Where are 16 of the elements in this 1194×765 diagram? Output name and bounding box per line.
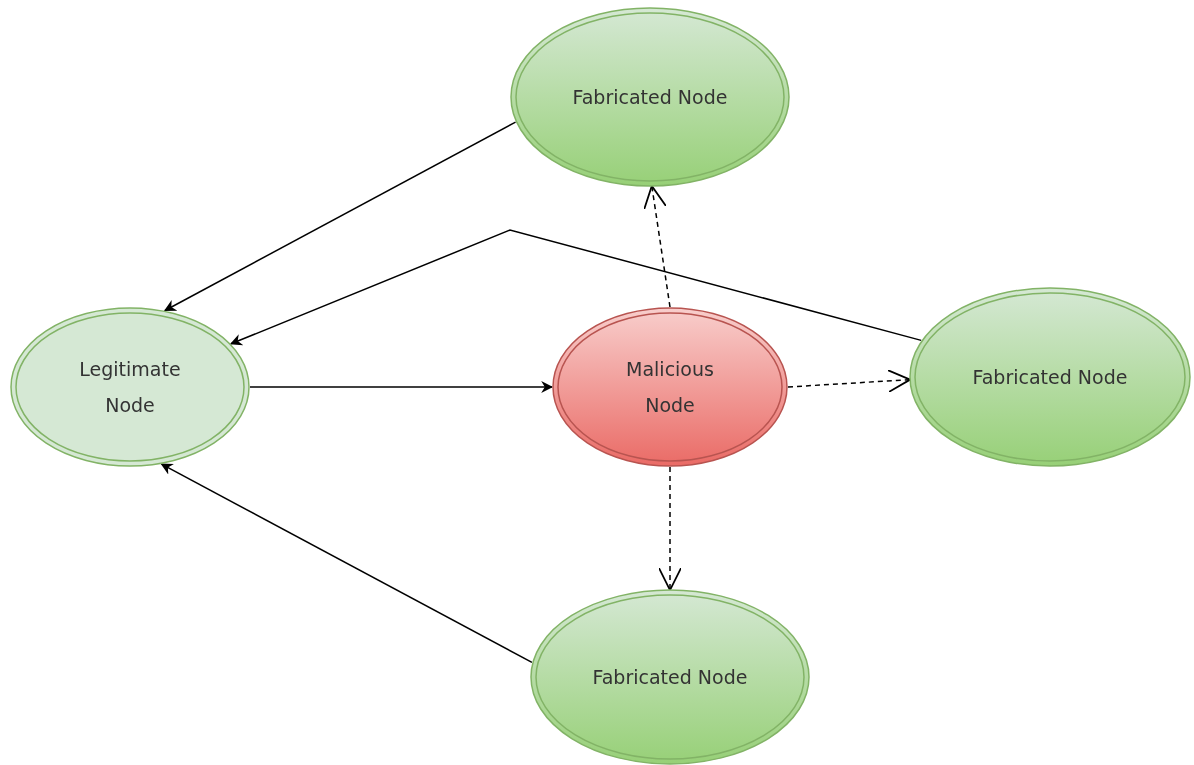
arrow <box>249 381 554 393</box>
arrow <box>163 121 517 312</box>
arrow <box>658 466 682 591</box>
node-label: Fabricated Node <box>972 365 1128 390</box>
arrow <box>160 463 533 664</box>
ellipse-node <box>10 307 250 467</box>
node-label: Fabricated Node <box>572 85 728 110</box>
arrow <box>643 185 671 308</box>
ellipse-node <box>909 287 1191 467</box>
ellipse-node <box>530 589 810 765</box>
arrow <box>229 229 922 346</box>
ellipse-node <box>552 307 788 467</box>
ellipse-node <box>510 7 790 187</box>
node-label: Legitimate Node <box>78 357 182 418</box>
node-label: Fabricated Node <box>592 665 748 690</box>
node-label: Malicious Node <box>625 357 715 418</box>
